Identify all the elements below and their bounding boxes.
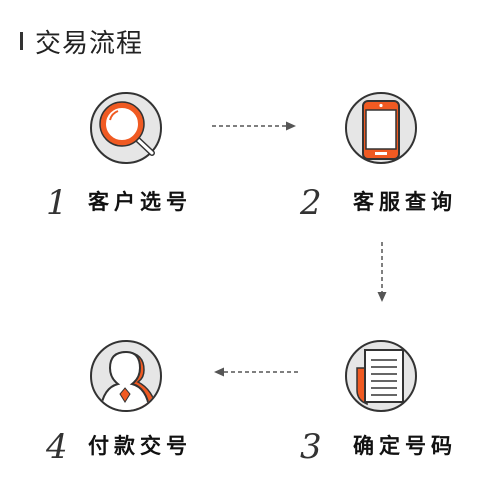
step-4-number: 4 <box>46 427 68 467</box>
arrow-left-icon <box>214 367 298 377</box>
user-icon <box>90 340 162 412</box>
step-2-number: 2 <box>300 183 322 223</box>
magnifier-icon <box>90 92 162 164</box>
header-accent-bar <box>20 32 23 50</box>
step-3-number: 3 <box>300 427 322 467</box>
step-1-number: 1 <box>46 183 68 223</box>
page-title: 交易流程 <box>35 28 144 59</box>
step-4-label: 付款交号 <box>88 434 192 458</box>
step-3-label: 确定号码 <box>353 434 457 458</box>
section-header: 交易流程 <box>20 24 144 59</box>
phone-icon <box>345 92 417 164</box>
arrow-right-icon <box>212 121 296 131</box>
step-2-label: 客服查询 <box>353 190 457 214</box>
document-icon <box>345 340 417 412</box>
step-1-label: 客户选号 <box>88 190 192 214</box>
arrow-down-icon <box>377 242 387 302</box>
